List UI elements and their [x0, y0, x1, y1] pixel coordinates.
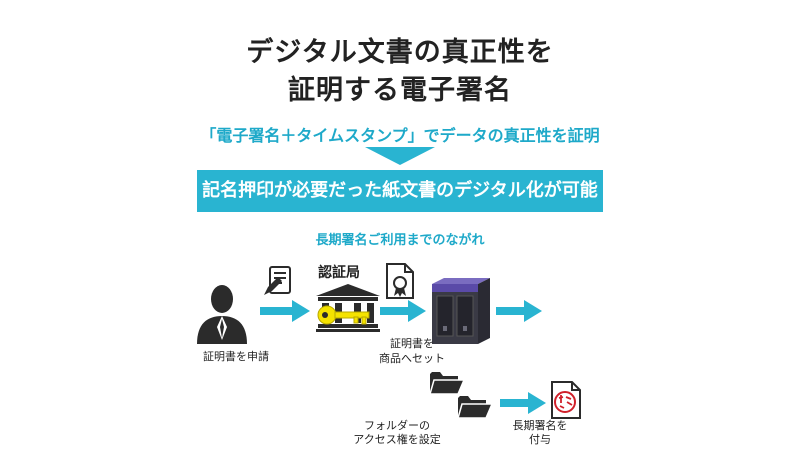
folder-icon-2	[458, 396, 492, 419]
authority-label: 認証局	[318, 265, 360, 281]
nas-device-icon	[432, 278, 490, 344]
flow-arrow-2	[380, 300, 426, 322]
step-apply-label: 証明書を申請	[203, 350, 269, 363]
title-line-2: 証明する電子署名	[288, 75, 512, 106]
flow-heading: 長期署名ご利用までのながれ	[315, 233, 485, 248]
down-arrow-icon	[365, 147, 435, 165]
step-folder-label-line-1: フォルダーの	[364, 419, 430, 432]
step-set-label-line-1: 証明書を	[390, 337, 434, 350]
key-icon	[317, 305, 370, 325]
flow-arrow-1	[260, 300, 310, 322]
step-sign-label-line-1: 長期署名を	[512, 419, 568, 432]
step-set-label-line-2: 商品へセット	[379, 352, 445, 365]
signed-document-icon	[551, 381, 581, 419]
user-icon	[197, 285, 247, 344]
flow-arrow-4	[500, 392, 546, 414]
certificate-icon	[386, 263, 414, 299]
folder-icon	[430, 372, 464, 395]
flow-arrow-3	[496, 300, 542, 322]
title-line-1: デジタル文書の真正性を	[246, 37, 554, 68]
application-form-icon	[264, 266, 291, 295]
tagline: 「電子署名＋タイムスタンプ」でデータの真正性を証明	[200, 126, 600, 145]
step-folder-label-line-2: アクセス権を設定	[353, 433, 441, 446]
step-sign-label-line-2: 付与	[529, 433, 551, 446]
banner: 記名押印が必要だった紙文書のデジタル化が可能	[197, 170, 603, 212]
